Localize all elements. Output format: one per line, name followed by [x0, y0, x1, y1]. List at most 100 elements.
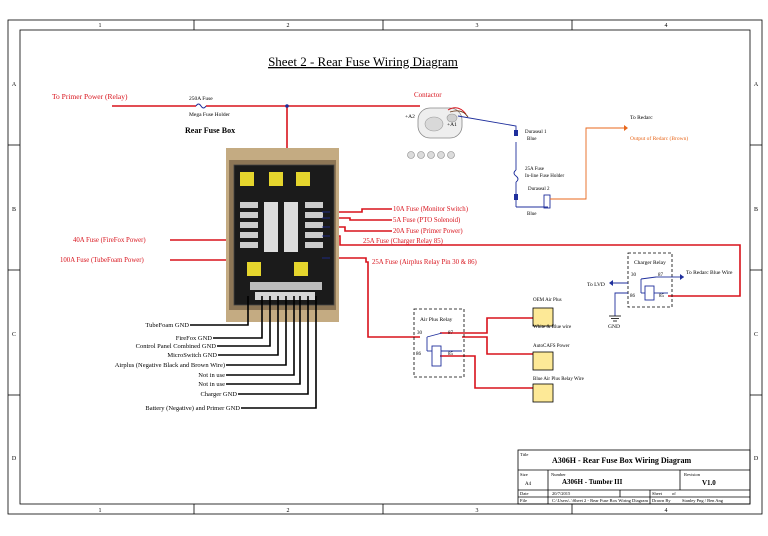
duraseal-2-label: Duraseal 2	[528, 187, 550, 192]
charger-relay-pin-85: 85	[659, 294, 665, 299]
row-label-left-d: D	[12, 456, 17, 462]
charger-relay-pin-86: 86	[630, 294, 636, 299]
tb-drawn: Stanley Png / Ben Ang	[682, 498, 724, 503]
duraseal-1-label: Duraseal 1	[525, 130, 547, 135]
redarc-arrow-icon	[624, 125, 628, 131]
fuse-label-airplus-relay: 25A Fuse (Airplus Relay Pin 30 & 86)	[372, 259, 477, 266]
blue-air-plus-wire-title: Blue Air Plus Relay Wire	[533, 377, 585, 382]
sheet-title: Sheet 2 - Rear Fuse Wiring Diagram	[268, 54, 458, 69]
blue-air-plus-wire-box	[532, 383, 554, 403]
tb-size-key: Size	[520, 472, 528, 477]
gnd-label-battery: Battery (Negative) and Primer GND	[145, 405, 240, 412]
tb-date-key: Date	[520, 491, 529, 496]
contactor: Contactor +A2 +A1	[405, 91, 469, 159]
row-label-left-c: C	[12, 332, 16, 338]
tb-date: 20/7/2015	[552, 491, 571, 496]
redarc-output-label: Output of Redarc (Brown)	[630, 135, 688, 142]
gnd-label-microswitch: MicroSwitch GND	[167, 352, 217, 359]
gnd-label-charger: Charger GND	[200, 391, 237, 398]
mega-fuse-symbol	[195, 103, 207, 109]
tb-revision: V1.0	[702, 479, 716, 487]
oem-air-plus-title: OEM Air Plus	[533, 298, 562, 303]
tb-sheet-of: of	[672, 491, 676, 496]
redarc-output-wire	[550, 127, 624, 200]
fuse-label-pto-solenoid: 5A Fuse (PTO Solenoid)	[393, 217, 460, 224]
autocafs-power-box	[532, 351, 554, 371]
gnd-label-control-panel: Control Panel Combined GND	[136, 343, 217, 350]
fuse-output-stubs	[322, 211, 330, 259]
mega-fuse-label-1: 250A Fuse	[189, 96, 213, 102]
row-label-right-c: C	[754, 332, 758, 338]
row-label-left-a: A	[12, 82, 17, 88]
gnd-label-tubefoam: TubeFoam GND	[145, 322, 189, 329]
gnd-label-not-in-use-1: Not in use	[198, 372, 225, 379]
col-label-top-3: 3	[476, 23, 479, 29]
charger-relay: Charger Relay 30 87 86 85	[627, 252, 673, 308]
duraseal-labels: Duraseal 1 Blue 25A Fuse In-line Fuse Ho…	[525, 130, 564, 217]
to-redarc-label: To Redarc	[630, 115, 653, 121]
mega-fuse-label-2: Mega Fuse Holder	[189, 112, 230, 118]
oem-air-plus-sub: White & Blue wire	[533, 325, 572, 330]
autocafs-power-title: AutoCAFS Power	[533, 344, 570, 349]
duraseal-2-color: Blue	[527, 212, 537, 217]
gnd-label-airplus: Airplus (Negative Black and Brown Wire)	[115, 362, 225, 369]
duraseal-2-connector	[514, 194, 518, 200]
gnd-label-not-in-use-2: Not in use	[198, 381, 225, 388]
airplus-relay-pin-30: 30	[417, 331, 423, 336]
ground-labels: TubeFoam GND FireFox GND Control Panel C…	[115, 322, 241, 412]
col-label-top-1: 1	[99, 23, 102, 29]
row-label-left-b: B	[12, 207, 16, 213]
title-block	[517, 449, 751, 505]
to-redarc-blue-label: To Redarc Blue Wire	[686, 270, 733, 276]
gnd-label-firefox: FireFox GND	[176, 335, 213, 342]
ground-symbol-icon	[609, 315, 621, 322]
fuse-box-photo	[226, 148, 339, 322]
fuse-label-primer-power: 20A Fuse (Primer Power)	[393, 228, 463, 235]
airplus-relay-title: Air Plus Relay	[420, 317, 453, 323]
primer-power-label: To Primer Power (Relay)	[52, 92, 128, 101]
row-label-right-d: D	[754, 456, 759, 462]
fuse-label-charger-relay: 25A Fuse (Charger Relay 85)	[363, 238, 443, 245]
right-fuse-labels: 10A Fuse (Monitor Switch) 5A Fuse (PTO S…	[363, 206, 477, 266]
airplus-relay-pin-87: 87	[448, 331, 454, 336]
fuse-label-firefox-power: 40A Fuse (FireFox Power)	[73, 237, 146, 244]
row-label-right-a: A	[754, 82, 759, 88]
duraseal-1-connector	[514, 130, 518, 136]
to-lvd-arrow-icon	[609, 280, 613, 286]
tb-size: A4	[525, 482, 532, 487]
sheet-frame	[7, 19, 763, 515]
airplus-relay-pin-85: 85	[448, 352, 454, 357]
airplus-relay: Air Plus Relay 30 87 86 85	[413, 308, 465, 378]
title-block-text: Title A306H - Rear Fuse Box Wiring Diagr…	[520, 452, 724, 503]
contactor-term-a2: +A2	[405, 114, 415, 120]
duraseal-2-terminal	[543, 194, 551, 209]
tb-title: A306H - Rear Fuse Box Wiring Diagram	[552, 456, 691, 465]
contactor-term-a1: +A1	[447, 122, 457, 128]
tb-file: C:\Users\..\Sheet 2 - Rear Fuse Box Wiri…	[552, 498, 649, 503]
to-redarc-blue-arrow-icon	[680, 274, 684, 280]
tb-sheet-key: Sheet	[652, 491, 663, 496]
tb-number-key: Number	[551, 472, 566, 477]
charger-relay-title: Charger Relay	[634, 260, 666, 266]
col-label-top-2: 2	[287, 23, 290, 29]
col-label-bottom-3: 3	[476, 508, 479, 514]
col-label-bottom-2: 2	[287, 508, 290, 514]
to-lvd-label: To LVD	[587, 282, 605, 288]
contactor-title: Contactor	[414, 91, 442, 99]
inline-fuse-label-2: In-line Fuse Holder	[525, 174, 564, 179]
ground-wires	[190, 296, 317, 409]
oem-air-plus-box	[532, 307, 554, 327]
duraseal-1-color: Blue	[527, 137, 537, 142]
fuse-label-monitor-switch: 10A Fuse (Monitor Switch)	[393, 206, 468, 213]
tb-drawn-key: Drawn By	[652, 498, 671, 503]
charger-relay-pin-87: 87	[658, 273, 664, 278]
fuse-label-tubefoam-power: 100A Fuse (TubeFoam Power)	[60, 257, 144, 264]
tb-title-key: Title	[520, 452, 528, 457]
charger-gnd-label: GND	[608, 324, 620, 330]
tb-number: A306H - Tumber III	[562, 478, 623, 486]
tb-file-key: File	[520, 498, 527, 503]
col-label-top-4: 4	[665, 23, 668, 29]
airplus-relay-pin-86: 86	[416, 352, 422, 357]
wire-junction-dot	[285, 104, 289, 108]
